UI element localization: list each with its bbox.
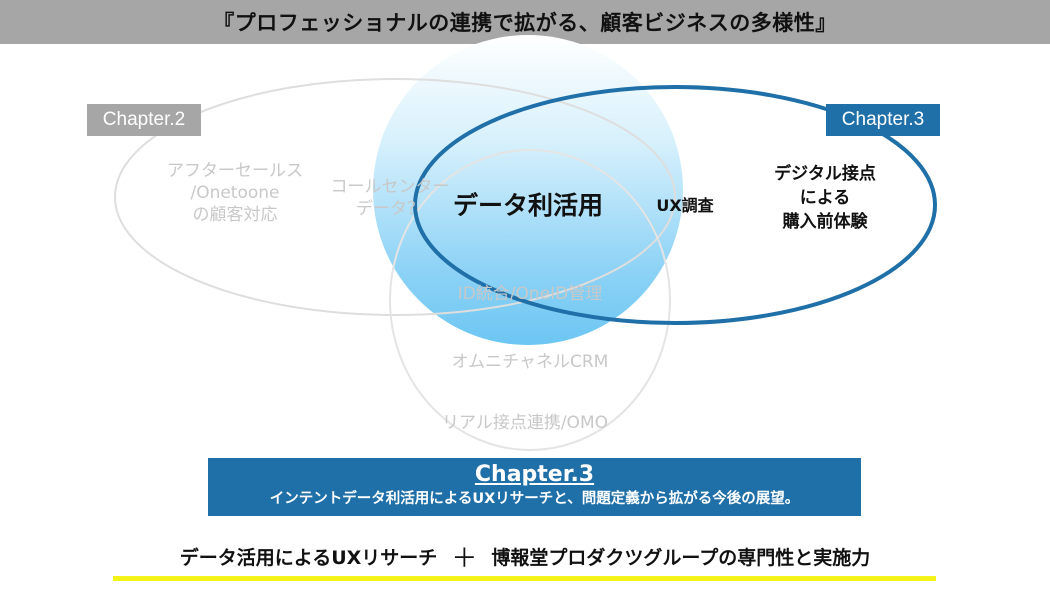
tagline-right: 博報堂プロダクツグループの専門性と実施力 <box>491 547 871 569</box>
chapter2-label: Chapter.2 <box>87 104 201 136</box>
plus-icon: ＋ <box>451 544 478 574</box>
lower-circle <box>389 149 671 451</box>
chapter3-ellipse <box>413 85 937 325</box>
data-utilization-circle <box>373 35 683 345</box>
chapter2-ellipse <box>114 78 676 316</box>
callcenter-data-text: コールセンター データ？ <box>330 177 450 219</box>
highlight-underline <box>113 576 936 581</box>
tagline-left: データ活用によるUXリサーチ <box>179 547 438 569</box>
after-sales-text: アフターセールス /Onetoone の顧客対応 <box>167 161 303 225</box>
omo-text: リアル接点連携/OMO <box>442 413 608 433</box>
chapter3-summary-box: Chapter.3 インテントデータ利活用によるUXリサーチと、問題定義から拡が… <box>208 458 861 516</box>
omnichannel-crm-text: オムニチャネルCRM <box>451 352 609 372</box>
chapter3-box-subtitle: インテントデータ利活用によるUXリサーチと、問題定義から拡がる今後の展望。 <box>269 491 800 507</box>
tagline: データ活用によるUXリサーチ ＋ 博報堂プロダクツグループの専門性と実施力 <box>110 538 940 575</box>
digital-touchpoint-text: デジタル接点 による 購入前体験 <box>774 164 876 232</box>
chapter3-box-title: Chapter.3 <box>474 462 595 487</box>
ux-research-text: UX調査 <box>656 196 714 215</box>
data-utilization-title: データ利活用 <box>452 191 603 220</box>
header-title: 『プロフェッショナルの連携で拡がる、顧客ビジネスの多様性』 <box>213 11 837 35</box>
id-integration-text: ID統合/OneID管理 <box>457 284 603 304</box>
chapter3-label: Chapter.3 <box>826 104 940 136</box>
